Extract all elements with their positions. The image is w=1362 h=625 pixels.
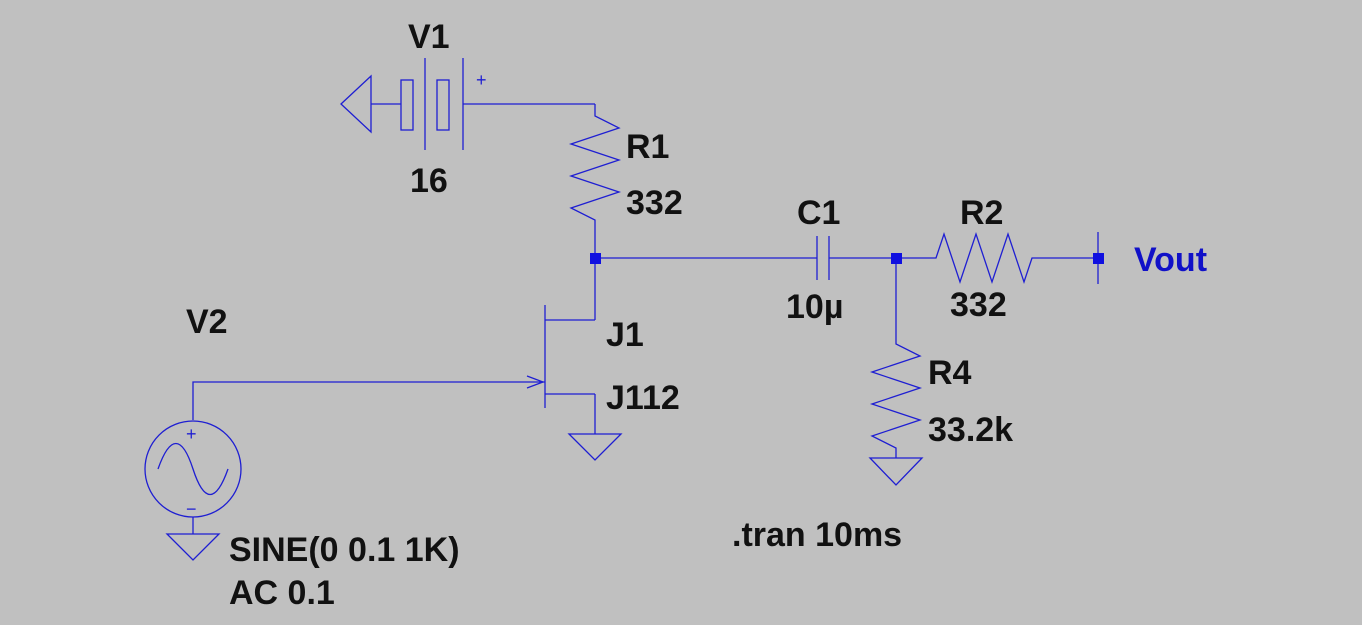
- r1-value-label: 332: [626, 184, 683, 222]
- r2-resistor-symbol[interactable]: [896, 231, 1098, 285]
- v2-ac-label: AC 0.1: [229, 574, 335, 612]
- drain-junction-dot: [590, 253, 601, 264]
- v2-value-label: SINE(0 0.1 1K): [229, 531, 460, 569]
- v1-name-label: V1: [408, 18, 450, 56]
- v2-name-label: V2: [186, 303, 228, 341]
- r4-resistor-symbol[interactable]: [869, 258, 923, 458]
- r2-value-label: 332: [950, 286, 1007, 324]
- c1-capacitor-symbol[interactable]: [816, 236, 896, 280]
- c1-r2-junction-dot: [891, 253, 902, 264]
- r4-ground-symbol: [868, 457, 924, 486]
- v1-value-label: 16: [410, 162, 448, 200]
- v2-minus-sign: −: [186, 499, 197, 519]
- r4-value-label: 33.2k: [928, 411, 1013, 449]
- r2-name-label: R2: [960, 194, 1003, 232]
- r1-name-label: R1: [626, 128, 669, 166]
- r4-name-label: R4: [928, 354, 972, 392]
- v1-plus-sign: +: [476, 70, 487, 90]
- v2-ground-symbol: [165, 533, 221, 561]
- gate-wire: [192, 381, 545, 420]
- vout-net-label: Vout: [1134, 241, 1207, 279]
- c1-value-label: 10µ: [786, 288, 843, 326]
- spice-directive[interactable]: .tran 10ms: [732, 516, 902, 554]
- vout-junction-dot: [1093, 253, 1104, 264]
- c1-name-label: C1: [797, 194, 840, 232]
- j1-ground-symbol: [567, 433, 623, 461]
- j1-name-label: J1: [606, 316, 644, 354]
- v2-plus-sign: +: [186, 424, 197, 444]
- r1-resistor-symbol[interactable]: [568, 104, 622, 258]
- v2-sine-source-symbol[interactable]: [144, 420, 242, 534]
- v1-battery-symbol[interactable]: [340, 58, 595, 150]
- j1-value-label: J112: [606, 379, 680, 417]
- j1-jfet-symbol[interactable]: [526, 258, 596, 434]
